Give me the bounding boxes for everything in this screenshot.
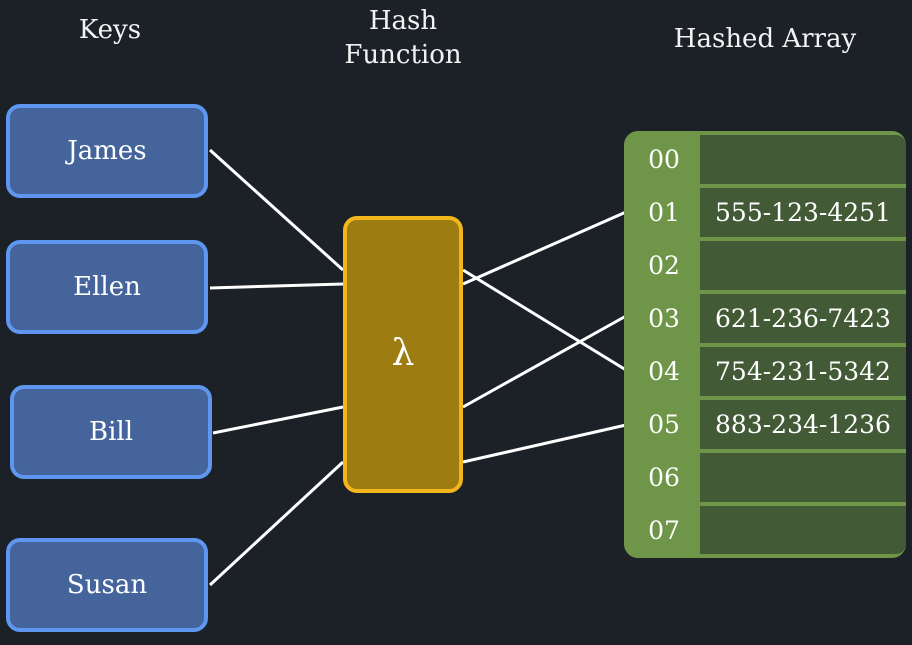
lambda-symbol: λ: [391, 333, 415, 374]
key-box-ellen: Ellen: [6, 240, 208, 334]
link-ellen-in: [209, 282, 344, 290]
array-index: 03: [648, 304, 680, 333]
array-cell: [700, 453, 906, 502]
array-cell: [700, 241, 906, 290]
link-bill-out: [462, 314, 627, 409]
hash-function-heading-line-1: Hash: [368, 6, 438, 36]
array-index: 01: [648, 198, 680, 227]
array-index: 04: [648, 357, 680, 386]
key-box-bill: Bill: [10, 385, 212, 479]
hash-function-box: λ: [343, 216, 463, 493]
array-index: 06: [648, 463, 680, 492]
link-susan-in: [208, 460, 345, 587]
hash-function-heading-line-2: Function: [344, 40, 462, 70]
array-value: 754-231-5342: [715, 357, 891, 386]
array-value: 883-234-1236: [715, 410, 891, 439]
array-value: [700, 241, 906, 290]
link-james-in: [208, 148, 345, 272]
hash-function-heading: Hash Function: [318, 4, 488, 72]
array-index: 05: [648, 410, 680, 439]
array-cell: [700, 294, 906, 343]
array-value: [700, 135, 906, 184]
key-box-susan: Susan: [6, 538, 208, 632]
array-cell: [700, 347, 906, 396]
array-index: 00: [648, 145, 680, 174]
array-cell: [700, 506, 906, 554]
array-cell: [700, 188, 906, 237]
array-value: [700, 506, 906, 555]
hashed-array: 00 01 02 03 04 05 06 07 555-123-4251 621…: [624, 131, 906, 558]
array-value: [700, 453, 906, 502]
link-ellen-out: [462, 210, 627, 286]
array-index: 07: [648, 516, 680, 545]
key-box-james: James: [6, 104, 208, 198]
hashed-array-heading: Hashed Array: [673, 24, 857, 54]
keys-heading: Keys: [78, 15, 142, 45]
link-susan-out: [462, 423, 627, 464]
link-bill-in: [212, 405, 344, 435]
array-value: 621-236-7423: [715, 304, 891, 333]
array-cell: [700, 400, 906, 449]
link-james-out: [462, 268, 627, 372]
array-cell: [700, 135, 906, 184]
array-value: 555-123-4251: [715, 198, 891, 227]
array-index: 02: [648, 251, 680, 280]
